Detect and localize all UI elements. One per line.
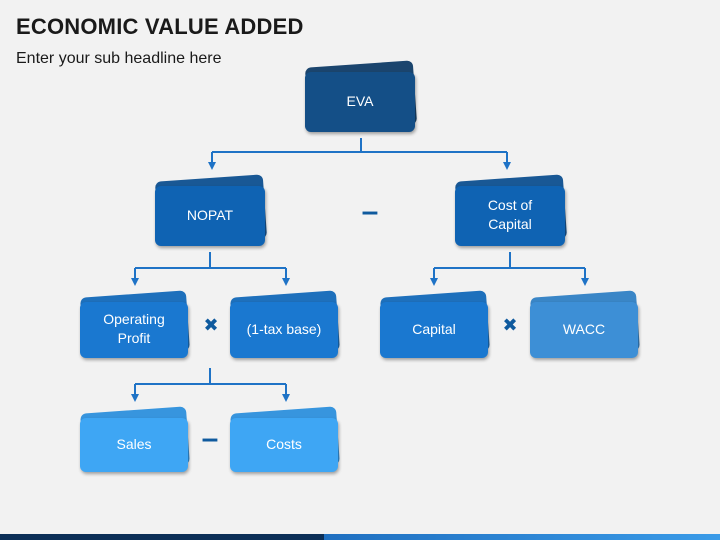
node-tax-base: (1-tax base)	[230, 290, 340, 358]
minus-operator-top: –	[361, 195, 379, 228]
node-eva-label: EVA	[346, 92, 374, 109]
node-operating-profit-line1: Operating	[103, 311, 165, 327]
node-sales-label: Sales	[116, 435, 152, 452]
node-capital: Capital	[380, 290, 490, 358]
node-operating-profit-line2: Profit	[117, 330, 151, 346]
node-costs-label: Costs	[266, 435, 302, 452]
node-eva: EVA	[304, 60, 418, 132]
node-costs: Costs	[230, 406, 340, 472]
page-subtitle: Enter your sub headline here	[16, 50, 222, 67]
footer-accent-bar	[0, 534, 720, 540]
node-sales: Sales	[80, 406, 190, 472]
multiply-operator-left: ✖	[203, 314, 219, 335]
multiply-operator-right: ✖	[502, 314, 518, 335]
node-wacc: WACC	[530, 290, 640, 358]
node-operating-profit-label: Operating Profit	[103, 310, 164, 348]
node-cost-of-capital: Cost of Capital	[454, 174, 568, 246]
minus-operator-bottom: –	[201, 422, 219, 455]
node-operating-profit: Operating Profit	[80, 290, 190, 358]
node-cost-of-capital-line1: Cost of	[487, 197, 533, 213]
node-tax-base-label: (1-tax base)	[246, 320, 322, 337]
page-title: ECONOMIC VALUE ADDED	[16, 14, 304, 39]
node-cost-of-capital-label: Cost of Capital	[488, 196, 532, 234]
node-nopat-label: NOPAT	[186, 206, 234, 223]
node-cost-of-capital-line2: Capital	[488, 216, 532, 232]
node-wacc-label: WACC	[562, 320, 606, 337]
node-capital-label: Capital	[412, 320, 456, 337]
node-nopat: NOPAT	[154, 174, 268, 246]
